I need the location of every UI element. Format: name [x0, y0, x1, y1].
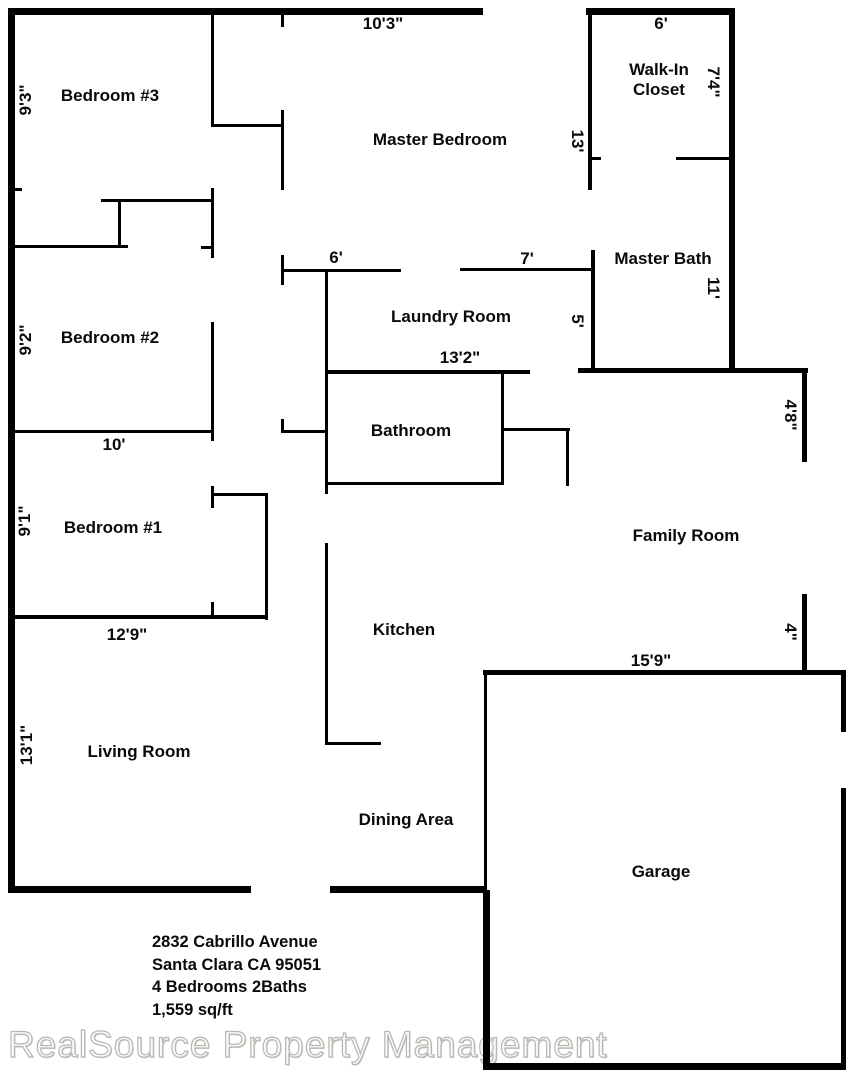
- wall-segment: [841, 788, 846, 1070]
- wall-segment: [201, 246, 211, 249]
- wall-segment: [8, 245, 128, 248]
- room-label-master-bath: Master Bath: [614, 249, 712, 268]
- wall-segment: [591, 250, 595, 372]
- wall-segment: [8, 430, 214, 433]
- dimension-label: 9'2": [16, 324, 35, 356]
- dimension-label: 12'9": [106, 625, 148, 644]
- property-info-block: 2832 Cabrillo Avenue Santa Clara CA 9505…: [152, 931, 321, 1021]
- wall-segment: [101, 199, 213, 202]
- wall-segment: [460, 268, 595, 271]
- room-label-garage: Garage: [631, 862, 691, 881]
- watermark: RealSource Property Management: [7, 1023, 608, 1065]
- wall-segment: [211, 602, 214, 617]
- dimension-label: 6': [654, 14, 668, 33]
- dimension-label: 13': [568, 129, 587, 153]
- wall-segment: [325, 742, 381, 745]
- room-label-laundry-room: Laundry Room: [391, 307, 511, 326]
- wall-segment: [8, 8, 15, 893]
- wall-segment: [8, 8, 483, 15]
- wall-segment: [330, 886, 487, 893]
- wall-segment: [729, 8, 735, 372]
- wall-segment: [8, 886, 251, 893]
- wall-segment: [802, 594, 807, 674]
- wall-segment: [281, 14, 284, 27]
- dimension-label: 13'2": [439, 348, 481, 367]
- wall-segment: [588, 8, 592, 190]
- beds-baths: 4 Bedrooms 2Baths: [152, 978, 307, 996]
- wall-segment: [8, 615, 268, 619]
- wall-segment: [483, 1063, 846, 1070]
- wall-segment: [676, 157, 731, 160]
- dimension-label: 13'1": [17, 724, 36, 766]
- room-label-living-room: Living Room: [87, 742, 191, 761]
- wall-segment: [8, 188, 22, 191]
- wall-segment: [211, 8, 214, 127]
- wall-segment: [501, 428, 570, 431]
- dimension-label: 7'4": [704, 66, 723, 98]
- wall-segment: [211, 486, 214, 508]
- wall-segment: [281, 255, 284, 285]
- room-label-bedroom2: Bedroom #2: [60, 328, 160, 347]
- room-label-bedroom1: Bedroom #1: [63, 518, 163, 537]
- dimension-label: 5': [568, 314, 587, 328]
- dimension-label: 4": [781, 623, 800, 641]
- wall-segment: [265, 493, 268, 620]
- wall-segment: [325, 543, 328, 745]
- room-label-master-bedroom: Master Bedroom: [372, 130, 508, 149]
- wall-segment: [578, 368, 808, 373]
- room-label-bathroom: Bathroom: [370, 421, 452, 440]
- dimension-label: 4'8": [781, 399, 800, 431]
- dimension-label: 10'3": [362, 14, 404, 33]
- room-label-dining-area: Dining Area: [358, 810, 454, 829]
- address-line-1: 2832 Cabrillo Avenue: [152, 933, 318, 951]
- wall-segment: [483, 890, 490, 1070]
- wall-segment: [566, 428, 569, 486]
- dimension-label: 7': [520, 249, 534, 268]
- address-line-2: Santa Clara CA 95051: [152, 955, 322, 974]
- dimension-label: 15'9": [630, 651, 672, 670]
- dimension-label: 6': [329, 248, 343, 267]
- wall-segment: [483, 670, 845, 675]
- wall-segment: [211, 124, 283, 127]
- wall-segment: [484, 673, 487, 892]
- wall-segment: [841, 670, 846, 732]
- wall-segment: [802, 368, 807, 462]
- wall-segment: [325, 370, 530, 374]
- wall-segment: [501, 370, 504, 485]
- wall-segment: [281, 269, 401, 272]
- wall-segment: [325, 269, 328, 494]
- wall-segment: [211, 188, 214, 258]
- wall-segment: [281, 419, 284, 433]
- wall-segment: [118, 199, 121, 247]
- wall-segment: [211, 322, 214, 437]
- square-footage: 1,559 sq/ft: [152, 1000, 233, 1019]
- dimension-label: 10': [102, 435, 126, 454]
- room-label-walkin-closet: Walk-In Closet: [629, 60, 689, 99]
- room-label-bedroom3: Bedroom #3: [60, 86, 160, 105]
- room-label-family-room: Family Room: [632, 526, 740, 545]
- wall-segment: [211, 419, 214, 441]
- dimension-label: 11': [704, 276, 723, 300]
- wall-segment: [281, 110, 284, 190]
- wall-segment: [325, 482, 504, 485]
- room-label-kitchen: Kitchen: [372, 620, 436, 639]
- wall-segment: [281, 430, 327, 433]
- wall-segment: [586, 8, 735, 15]
- wall-segment: [213, 493, 268, 496]
- dimension-label: 9'1": [15, 505, 34, 537]
- dimension-label: 9'3": [16, 84, 35, 116]
- wall-segment: [588, 157, 601, 160]
